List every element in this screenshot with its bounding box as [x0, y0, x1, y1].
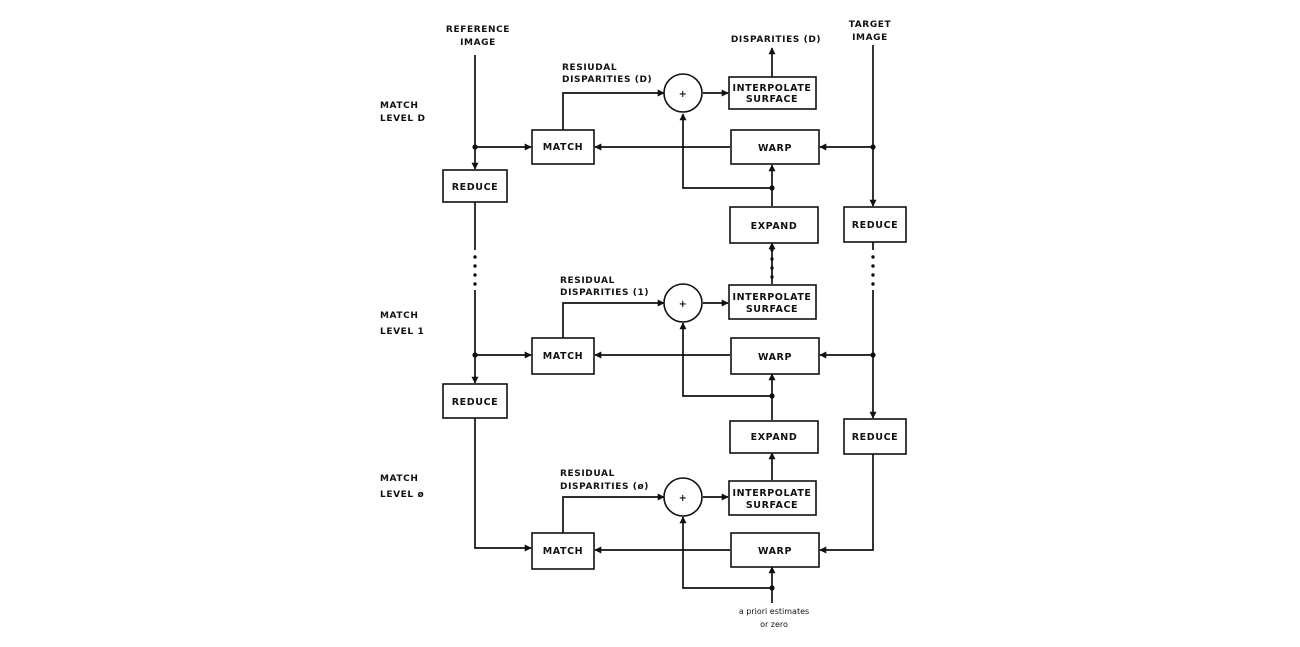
sum-node-level-1 [663, 283, 703, 323]
loop-0-to-sum [679, 516, 772, 589]
level-label-line1: MATCH [380, 474, 419, 484]
expand-box-level-0 [729, 420, 819, 454]
junction-dot [870, 144, 876, 150]
match-box-level-1 [531, 337, 595, 375]
interpolate-box-level-0 [728, 480, 817, 516]
ellipsis-dots [473, 248, 875, 286]
loop-d-to-sum [679, 113, 772, 189]
match-d-to-sum [562, 89, 665, 130]
ellipsis-dot [770, 266, 774, 270]
warp-label: WARP [758, 143, 792, 154]
warp-label: WARP [758, 352, 792, 363]
expand-label: EXPAND [751, 221, 798, 232]
junction-dots [472, 144, 876, 591]
reduce-label: REDUCE [852, 220, 898, 231]
ellipsis-dot [473, 264, 477, 268]
junction-dot [870, 352, 876, 358]
match-box-level-d [531, 129, 595, 165]
ellipsis-dot [473, 273, 477, 277]
match-box-level-0 [531, 532, 595, 570]
junction-dot [769, 393, 775, 399]
level-0-group: MATCH + INTERPOLATE SURFACE WARP RESIDUA… [380, 469, 820, 570]
reduce-box-reference-2 [442, 383, 508, 419]
reduce-label: REDUCE [452, 182, 498, 193]
pyramid-boxes: REDUCE REDUCE REDUCE REDUCE EXPAND EXPAN… [442, 169, 907, 455]
expand-box-level-1 [729, 206, 819, 244]
level-label-line2: LEVEL 1 [380, 327, 424, 337]
residual-label-line1: RESIUDAL [562, 63, 617, 73]
junction-dot [769, 585, 775, 591]
interpolate-label-line2: SURFACE [746, 500, 798, 511]
match-label: MATCH [543, 546, 583, 557]
match-label: MATCH [543, 142, 583, 153]
reduce-box-target-1 [843, 206, 907, 243]
expand-label: EXPAND [751, 432, 798, 443]
warp-box-level-d [730, 129, 820, 165]
interpolate-label-line1: INTERPOLATE [732, 488, 811, 499]
reduce-2-to-match-0 [474, 418, 532, 552]
reduce-label: REDUCE [452, 397, 498, 408]
reduce-t2-to-warp-0 [819, 454, 874, 554]
ellipsis-dot [473, 282, 477, 286]
reduce-box-target-2 [843, 418, 907, 455]
target-image-label-line1: TARGET [849, 20, 892, 30]
prior-estimates-label-line2: or zero [760, 620, 788, 629]
ellipsis-dot [871, 264, 875, 268]
interpolate-label-line2: SURFACE [746, 94, 798, 105]
interpolate-label-line1: INTERPOLATE [732, 292, 811, 303]
loop-1-to-sum [679, 322, 772, 397]
reference-image-label-line1: REFERENCE [446, 25, 510, 35]
sum-symbol: + [679, 493, 688, 504]
ellipsis-dot [871, 282, 875, 286]
junction-dot [472, 352, 478, 358]
level-label-line2: LEVEL ø [380, 490, 424, 500]
residual-label-line2: DISPARITIES (D) [562, 75, 652, 85]
sum-symbol: + [679, 299, 688, 310]
ellipsis-dot [473, 255, 477, 259]
sum-node-level-0 [663, 477, 703, 517]
disparities-output-label: DISPARITIES (D) [731, 35, 821, 45]
interpolate-box-level-1 [728, 284, 817, 320]
match-1-to-sum [562, 299, 665, 338]
ellipsis-dot [871, 255, 875, 259]
prior-estimates-label-line1: a priori estimates [739, 607, 809, 616]
ellipsis-dot [770, 248, 774, 252]
level-1-group: MATCH + INTERPOLATE SURFACE WARP RESIDUA… [380, 276, 820, 375]
warp-box-level-1 [730, 337, 820, 375]
connector-lines [471, 45, 877, 603]
ellipsis-dot [770, 257, 774, 261]
warp-box-level-0 [730, 532, 820, 568]
ellipsis-dot [871, 273, 875, 277]
interpolate-label-line1: INTERPOLATE [732, 83, 811, 94]
level-d-group: MATCH + INTERPOLATE SURFACE WARP RESIUDA… [380, 63, 820, 165]
sum-node-level-d [663, 73, 703, 113]
interpolate-label-line2: SURFACE [746, 304, 798, 315]
junction-dot [769, 185, 775, 191]
residual-label-line2: DISPARITIES (1) [560, 288, 649, 298]
reduce-box-reference-1 [442, 169, 508, 203]
reference-image-label-line2: IMAGE [460, 38, 496, 48]
target-image-label-line2: IMAGE [852, 33, 888, 43]
residual-label-line2: DISPARITIES (ø) [560, 482, 649, 492]
level-label-line1: MATCH [380, 101, 419, 111]
ellipsis-dot [770, 275, 774, 279]
warp-label: WARP [758, 546, 792, 557]
reduce-label: REDUCE [852, 432, 898, 443]
junction-dot [472, 144, 478, 150]
residual-label-line1: RESIDUAL [560, 276, 615, 286]
sum-symbol: + [679, 89, 688, 100]
level-label-line2: LEVEL D [380, 114, 426, 124]
residual-label-line1: RESIDUAL [560, 469, 615, 479]
io-labels: REFERENCE IMAGE TARGET IMAGE DISPARITIES… [446, 20, 892, 629]
match-0-to-sum [562, 493, 665, 533]
interpolate-box-level-d [728, 76, 817, 110]
match-label: MATCH [543, 351, 583, 362]
level-label-line1: MATCH [380, 311, 419, 321]
